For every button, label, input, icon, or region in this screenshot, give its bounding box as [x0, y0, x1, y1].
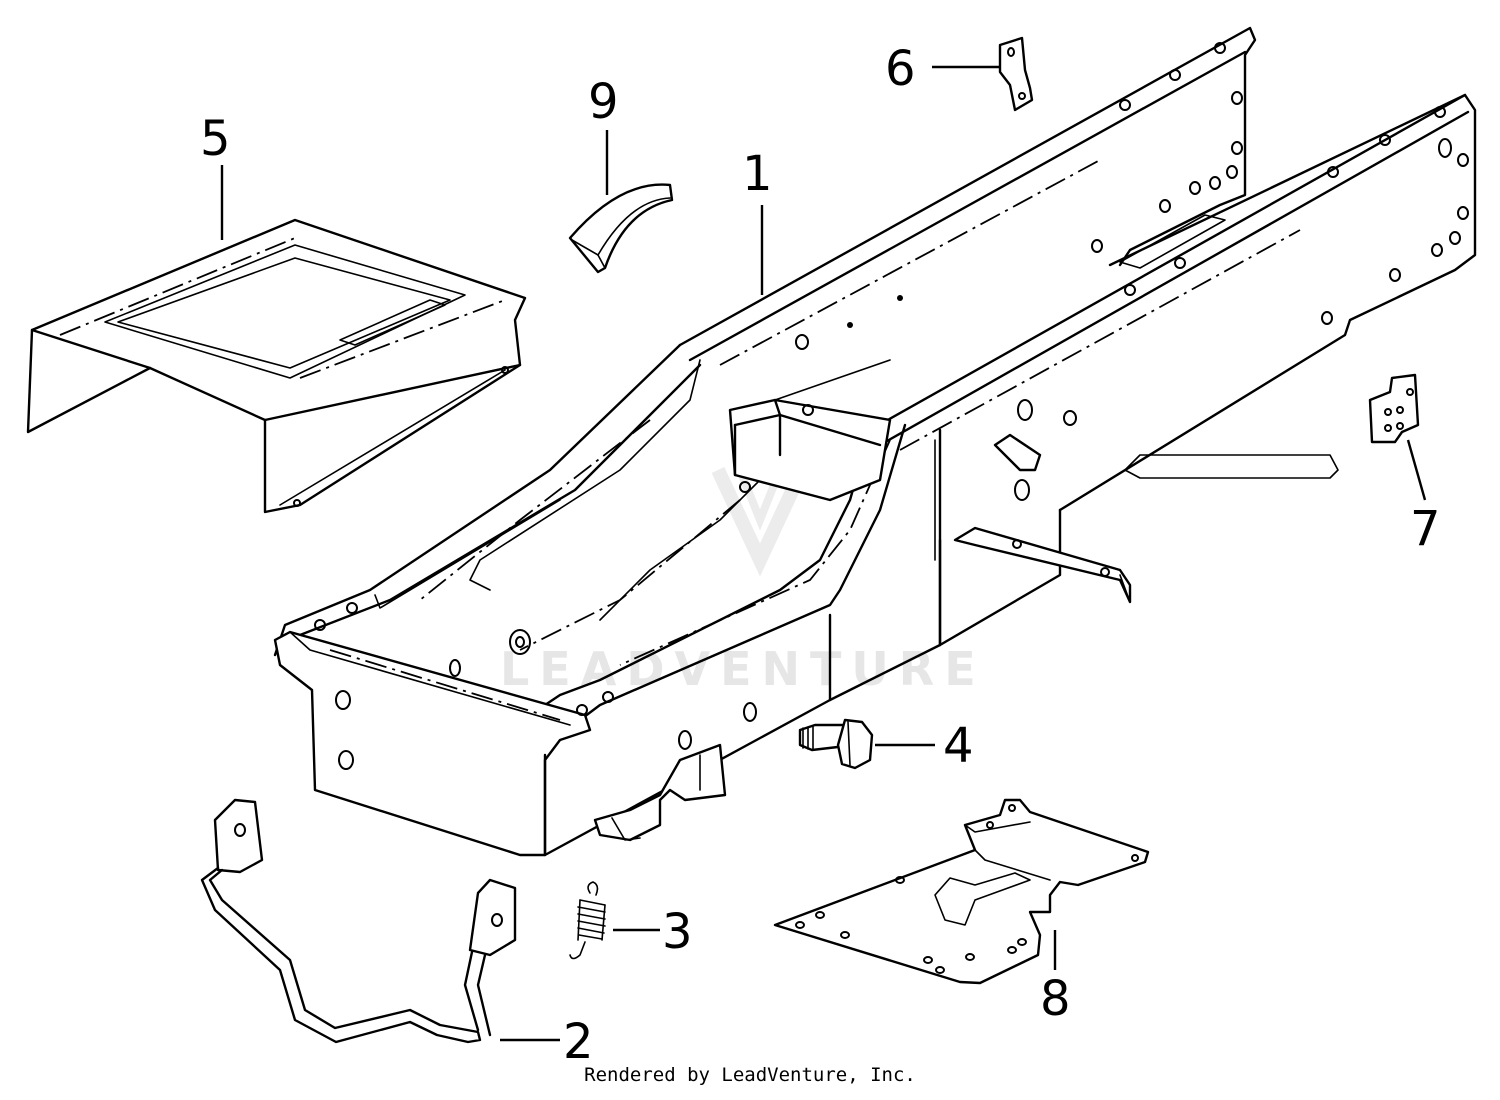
callout-7: 7 — [1410, 501, 1441, 557]
callout-3: 3 — [662, 904, 693, 960]
curved-guard-part[interactable] — [568, 183, 674, 274]
callout-5: 5 — [200, 111, 231, 167]
small-bracket-part[interactable] — [998, 36, 1034, 112]
leader-7 — [1406, 439, 1427, 501]
watermark-logo — [711, 467, 809, 577]
leader-lines — [220, 65, 1427, 1042]
callout-8: 8 — [1040, 971, 1071, 1027]
callout-4: 4 — [943, 718, 974, 774]
callout-9: 9 — [588, 74, 619, 130]
watermark-text: LEADVENTURE — [500, 642, 986, 696]
callout-6: 6 — [885, 41, 916, 97]
mount-plate-part[interactable] — [1368, 373, 1420, 444]
spring-part[interactable] — [569, 881, 606, 960]
callout-1: 1 — [742, 146, 773, 202]
main-frame-part[interactable] — [273, 26, 1477, 857]
bent-rod-part[interactable] — [200, 798, 517, 1044]
cover-panel-part[interactable] — [26, 218, 527, 514]
shoulder-bolt-part[interactable] — [798, 718, 874, 770]
callout-2: 2 — [563, 1014, 594, 1070]
flat-plate-part[interactable] — [773, 798, 1150, 985]
render-credit: Rendered by LeadVenture, Inc. — [584, 1064, 916, 1086]
